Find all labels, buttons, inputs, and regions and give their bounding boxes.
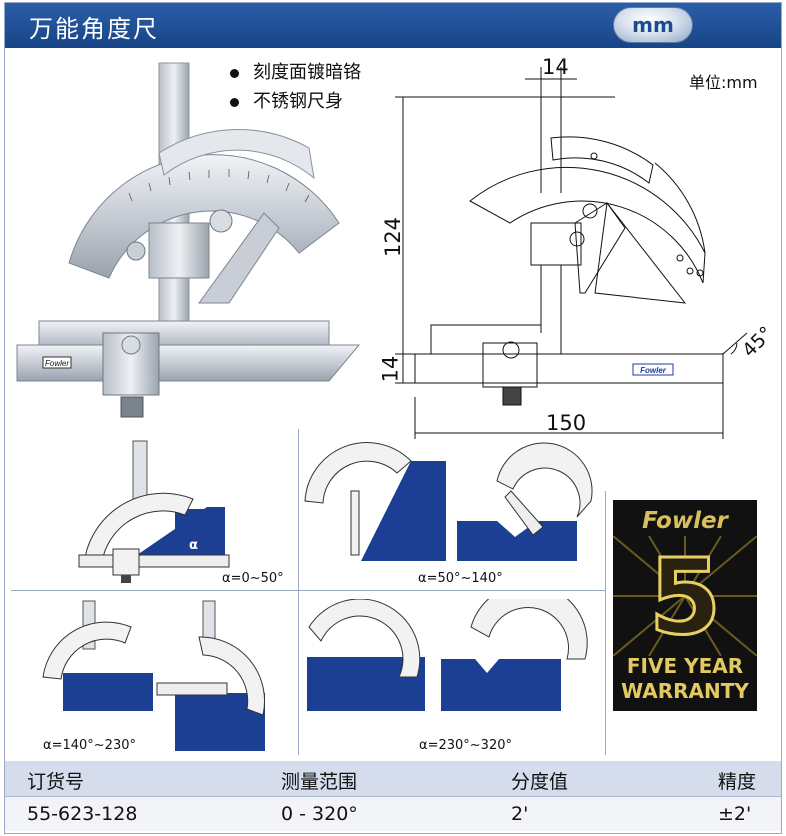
- mode-illustration: [307, 599, 588, 711]
- warranty-line1: FIVE YEAR: [626, 654, 744, 678]
- sunburst-icon: [613, 536, 757, 656]
- technical-drawing: Fowler: [395, 67, 748, 439]
- warranty-brand: Fowler: [642, 508, 728, 534]
- product-sheet: 万能角度尺 mm Fowler: [4, 2, 782, 834]
- column-header: 精度: [718, 771, 757, 793]
- table-cell: 2': [511, 803, 529, 825]
- warranty-line2: WARRANTY: [621, 679, 749, 703]
- mode-range-caption: α=50°~140°: [418, 571, 503, 586]
- table-cell: ±2': [718, 803, 752, 825]
- spec-table: 订货号 测量范围 分度值 精度 55-623-128 0 - 320° 2' ±…: [5, 761, 781, 831]
- mode-illustration: [78, 440, 230, 583]
- warranty-number: 5: [647, 536, 722, 658]
- table-header-row: 订货号 测量范围 分度值 精度: [5, 761, 781, 796]
- unit-badge: mm: [613, 7, 693, 43]
- unit-label: 单位:mm: [689, 73, 758, 92]
- divider: [298, 429, 299, 755]
- bullet-icon: [230, 68, 239, 78]
- bullet-icon: [230, 97, 239, 107]
- mode-illustration: [42, 600, 266, 751]
- feature-item: 不锈钢尺身: [230, 87, 361, 116]
- column-header: 分度值: [511, 771, 569, 793]
- mode-range-caption: α=230°~320°: [419, 738, 512, 753]
- page-title: 万能角度尺: [29, 15, 159, 43]
- product-photo: Fowler: [16, 62, 361, 418]
- feature-list: 刻度面镀暗铬 不锈钢尺身: [230, 58, 361, 116]
- photo-brand-label: Fowler: [45, 359, 69, 368]
- table-cell: 0 - 320°: [281, 803, 358, 825]
- table-cell: 55-623-128: [27, 803, 138, 825]
- mode-range-caption: α=140°~230°: [43, 738, 136, 753]
- warranty-badge: Fowler 5 FIVE YEAR WARRANTY: [613, 500, 757, 711]
- column-header: 订货号: [27, 771, 85, 793]
- table-row: 55-623-128 0 - 320° 2' ±2': [5, 796, 781, 831]
- column-header: 测量范围: [281, 771, 358, 793]
- angle-symbol: α: [189, 538, 198, 553]
- mode-illustration: [304, 442, 593, 561]
- header-bar: 万能角度尺 mm: [5, 3, 781, 48]
- dim-height: 124: [381, 216, 406, 258]
- mode-range-caption: α=0~50°: [222, 571, 284, 586]
- drawing-brand-label: Fowler: [640, 366, 667, 375]
- dim-base-height: 14: [378, 355, 403, 383]
- dim-length: 150: [546, 411, 587, 435]
- dim-top-width: 14: [542, 55, 569, 79]
- feature-item: 刻度面镀暗铬: [230, 58, 361, 87]
- divider: [605, 491, 606, 755]
- divider: [11, 590, 605, 591]
